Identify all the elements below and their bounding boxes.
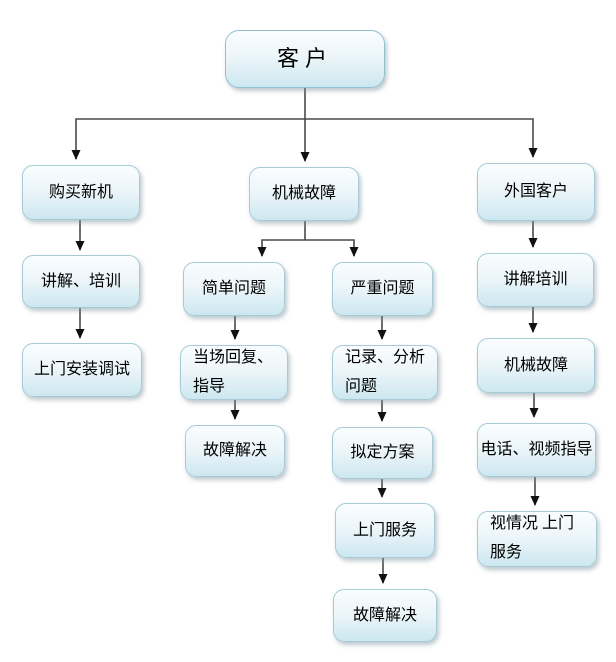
node-mechanical-failure-foreign: 机械故障 [477,338,595,393]
node-explain-training: 讲解、培训 [22,255,140,308]
connector-mech-fail-simple [257,239,305,257]
node-onsite-service-as-needed: 视情况 上门服务 [477,511,597,567]
node-buy-new-machine: 购买新机 [22,165,140,220]
node-serious-problem: 严重问题 [332,262,433,316]
connector-customer-buy-new [71,118,305,160]
connector-customer-foreign [305,118,538,158]
node-simple-problem: 简单问题 [183,262,285,316]
node-draft-plan: 拟定方案 [332,427,433,479]
node-explain-training-foreign: 讲解培训 [477,253,594,307]
connector-mech-fail-serious [305,239,359,257]
node-onsite-reply-guidance: 当场回复、指导 [180,345,288,400]
node-mechanical-failure: 机械故障 [249,167,359,221]
node-foreign-customer: 外国客户 [477,163,595,221]
node-phone-video-guidance: 电话、视频指导 [477,423,596,477]
node-record-analyze-problem: 记录、分析问题 [332,345,438,400]
node-onsite-install-debug: 上门安装调试 [22,343,142,397]
node-fault-resolved-simple: 故障解决 [185,425,285,477]
node-customer: 客户 [225,30,385,88]
node-fault-resolved-serious: 故障解决 [333,589,437,642]
node-onsite-service: 上门服务 [335,503,435,558]
